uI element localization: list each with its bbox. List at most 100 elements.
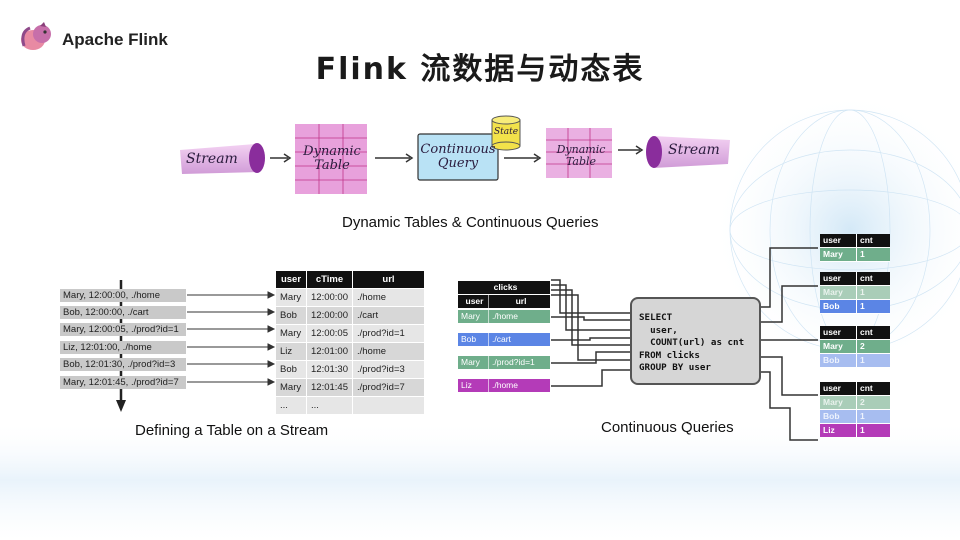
sql-line: user, — [639, 324, 678, 336]
column-header: user — [275, 270, 307, 289]
cell: Mary — [820, 340, 857, 353]
continuous-caption: Continuous Queries — [601, 419, 734, 436]
cell: Liz — [820, 424, 857, 437]
column-header: cnt — [860, 273, 873, 283]
state-cylinder-icon — [491, 115, 521, 151]
cell: Mary — [820, 286, 857, 299]
cell: 12:00:00 — [306, 306, 353, 325]
cell: 1 — [860, 411, 865, 421]
stream-event: Mary, 12:00:00, ./home — [60, 289, 186, 302]
cell: ./prod?id=7 — [351, 378, 425, 397]
cell — [351, 396, 425, 415]
stream-event: Bob, 12:00:00, ./cart — [60, 306, 186, 319]
cell: 12:01:30 — [306, 360, 353, 379]
cell: Mary — [275, 324, 307, 343]
continuous-query-label: Continuous Query — [420, 142, 496, 171]
cell: 12:00:05 — [306, 324, 353, 343]
dynamic-table-in — [295, 124, 367, 194]
dynamic-table-out-label: Dynamic Table — [556, 143, 606, 168]
column-header: user — [820, 382, 857, 395]
column-header: cnt — [860, 327, 873, 337]
cell: ./prod?id=1 — [492, 357, 535, 367]
cell: ./home — [351, 342, 425, 361]
stream-in-tube — [180, 143, 265, 174]
table-row: ...... — [275, 396, 425, 415]
cell: Bob — [458, 333, 489, 346]
cell: ./cart — [492, 334, 511, 344]
cell: 1 — [860, 249, 865, 259]
sql-line: GROUP BY user — [639, 362, 711, 373]
cell: 2 — [860, 341, 865, 351]
stream-event: Mary, 12:01:45, ./prod?id=7 — [60, 376, 186, 389]
cell: Mary — [820, 396, 857, 409]
cell: Bob — [820, 410, 857, 423]
column-header: cnt — [860, 383, 873, 393]
cell: 1 — [860, 355, 865, 365]
cell: 1 — [860, 425, 865, 435]
column-header: url — [351, 270, 425, 289]
continuous-query-box — [417, 133, 499, 181]
cell: 2 — [860, 397, 865, 407]
globe-glow — [710, 90, 960, 370]
table-row: Liz ./home — [458, 379, 550, 392]
cell: Liz — [458, 379, 489, 392]
cell: 1 — [860, 287, 865, 297]
stream-event: Mary, 12:00:05, ./prod?id=1 — [60, 323, 186, 336]
dynamic-table-in-label: Dynamic Table — [303, 144, 361, 173]
stream-event: Bob, 12:01:30, ./prod?id=3 — [60, 358, 186, 371]
sql-line: COUNT(url) as cnt — [639, 337, 745, 348]
cell: ./prod?id=1 — [351, 324, 425, 343]
stream-event: Liz, 12:01:00, ./home — [60, 341, 186, 354]
sql-line: FROM clicks — [639, 349, 700, 361]
column-header: user — [820, 272, 857, 285]
cell: 1 — [860, 301, 865, 311]
column-header: cTime — [306, 270, 353, 289]
table-row: Bob ./cart — [458, 333, 550, 346]
stream-in-label: Stream — [186, 151, 238, 167]
column-header: user — [820, 234, 857, 247]
stream-out-tube — [646, 136, 730, 168]
cell: ./cart — [351, 306, 425, 325]
cell: ./home — [492, 380, 518, 390]
cell: Mary — [820, 248, 857, 261]
cell: Mary — [275, 378, 307, 397]
clicks-stream-table: clicks user url Mary ./home Bob ./cart M… — [458, 281, 550, 392]
table-row: Mary ./home — [458, 310, 550, 323]
column-header: user — [458, 295, 489, 308]
cell: Bob — [820, 354, 857, 367]
cell: Mary — [458, 310, 489, 323]
cell: Mary — [275, 288, 307, 307]
cell: Mary — [458, 356, 489, 369]
cell: Bob — [820, 300, 857, 313]
cell: Liz — [275, 342, 307, 361]
column-header: user — [820, 326, 857, 339]
sql-line: SELECT — [639, 312, 673, 323]
cell: 12:01:45 — [306, 378, 353, 397]
table-row: Mary ./prod?id=1 — [458, 356, 550, 369]
stream-out-label: Stream — [668, 142, 720, 158]
cell: ... — [275, 396, 307, 415]
pipeline-diagram — [180, 115, 730, 194]
pipeline-caption: Dynamic Tables & Continuous Queries — [342, 214, 599, 231]
clicks-title: clicks — [493, 282, 518, 292]
